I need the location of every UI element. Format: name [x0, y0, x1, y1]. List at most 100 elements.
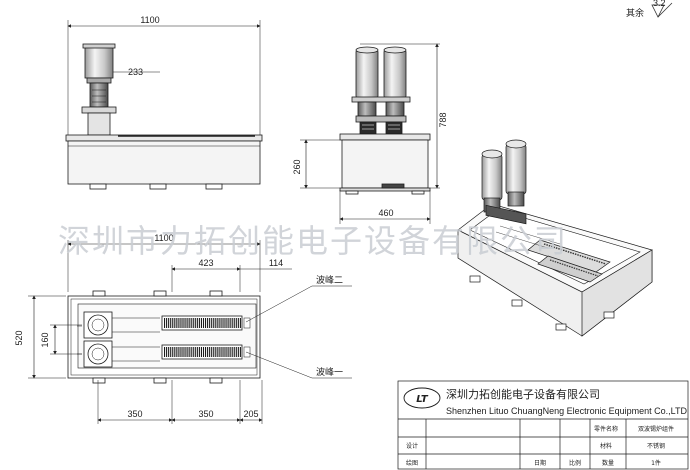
trough-slot — [227, 347, 229, 357]
trough-slot — [178, 347, 180, 357]
side-view — [300, 43, 440, 224]
trough-slot — [205, 347, 207, 357]
surface-finish-label: 其余 — [626, 7, 644, 19]
design-label: 设计 — [406, 442, 418, 450]
trough-slot — [215, 347, 217, 357]
plan-pitch-label: 160 — [40, 332, 50, 347]
iso-wave-trough-2 — [537, 255, 603, 283]
trough-slot — [231, 318, 233, 328]
trough-slot — [170, 347, 172, 357]
trough-slot — [207, 347, 209, 357]
trough-slot — [239, 318, 241, 328]
trough-slot — [188, 347, 190, 357]
callout-leader-wave-one — [245, 351, 313, 379]
side-body-height-label: 260 — [292, 159, 302, 174]
side-tank-body — [341, 139, 429, 189]
surface-finish-value: 3.2 — [653, 0, 666, 8]
trough-slot — [194, 318, 196, 328]
trough-slot — [200, 318, 202, 328]
surface-finish-note: 其余 3.2 — [626, 0, 673, 19]
header-small-label: 零件名称 — [594, 425, 618, 433]
surface-finish-symbol — [651, 4, 665, 18]
trough-slot — [172, 318, 174, 328]
plan-seg-1-label: 350 — [127, 409, 142, 419]
trough-slot — [166, 318, 168, 328]
trough-slot — [211, 347, 213, 357]
front-width-label: 1100 — [140, 15, 159, 25]
trough-slot — [202, 347, 205, 357]
trough-slot — [209, 318, 211, 328]
side-width-label: 460 — [378, 208, 393, 218]
trough-slot — [176, 318, 178, 328]
plan-trough-offset-label: 423 — [198, 258, 213, 268]
trough-slot — [198, 318, 200, 328]
plan-slots-wave-two — [164, 318, 241, 328]
trough-slot — [186, 347, 188, 357]
trough-slot — [219, 347, 221, 357]
side-pump-right — [385, 121, 403, 135]
trough-slot — [180, 318, 182, 328]
trough-slot — [225, 318, 227, 328]
trough-slot — [166, 347, 168, 357]
drawing-label: 绘图 — [406, 459, 418, 467]
trough-slot — [213, 318, 215, 328]
watermark-text: 深圳市力拓创能电子设备有限公司 — [58, 222, 568, 260]
iso-column-left — [481, 153, 503, 201]
callout-wave-one: 波峰一 — [316, 366, 343, 378]
trough-slot — [213, 347, 215, 357]
trough-slot — [229, 347, 231, 357]
trough-slot — [239, 347, 241, 357]
trough-slot — [186, 318, 188, 328]
front-heater-column — [84, 45, 114, 79]
front-leg-2 — [149, 183, 167, 190]
front-pump-base — [87, 112, 111, 136]
scale-label: 比例 — [569, 459, 581, 467]
trough-slot — [190, 318, 192, 328]
trough-slot — [180, 347, 182, 357]
plan-seg-2-label: 350 — [198, 409, 213, 419]
trough-slot — [174, 318, 176, 328]
side-column-right — [383, 49, 407, 99]
trough-slot — [196, 318, 198, 328]
trough-slot — [235, 318, 237, 328]
trough-slot — [164, 318, 166, 328]
qty-value: 1件 — [651, 459, 661, 467]
trough-slot — [170, 318, 172, 328]
trough-slot — [237, 318, 239, 328]
plan-view — [67, 240, 292, 384]
trough-slot — [174, 347, 176, 357]
material-value: 不锈钢 — [647, 442, 665, 450]
trough-slot — [233, 318, 235, 328]
qty-label: 数量 — [602, 459, 614, 467]
trough-slot — [182, 347, 184, 357]
plan-side-dimensions — [28, 285, 352, 424]
trough-slot — [184, 347, 186, 357]
trough-slot — [231, 347, 233, 357]
trough-slot — [217, 347, 219, 357]
trough-slot — [221, 318, 223, 328]
company-logo: LT — [416, 394, 429, 405]
trough-slot — [176, 347, 178, 357]
trough-slot — [164, 347, 166, 357]
trough-slot — [227, 318, 229, 328]
trough-slot — [229, 318, 231, 328]
trough-slot — [194, 347, 196, 357]
trough-slot — [207, 318, 209, 328]
trough-slot — [235, 347, 237, 357]
plan-seg-3-label: 205 — [243, 409, 258, 419]
trough-slot — [205, 318, 207, 328]
plan-depth-label: 520 — [14, 330, 24, 345]
front-leg-3 — [205, 183, 223, 190]
trough-slot — [237, 347, 239, 357]
plan-slots-wave-one — [164, 347, 241, 357]
material-label: 材料 — [600, 442, 612, 450]
callout-leader-wave-two — [245, 285, 313, 323]
trough-slot — [192, 318, 194, 328]
trough-slot — [202, 318, 205, 328]
front-leg-1 — [89, 183, 107, 190]
front-tank-body — [67, 140, 261, 185]
title-block — [397, 380, 689, 470]
trough-slot — [188, 318, 190, 328]
trough-slot — [182, 318, 184, 328]
